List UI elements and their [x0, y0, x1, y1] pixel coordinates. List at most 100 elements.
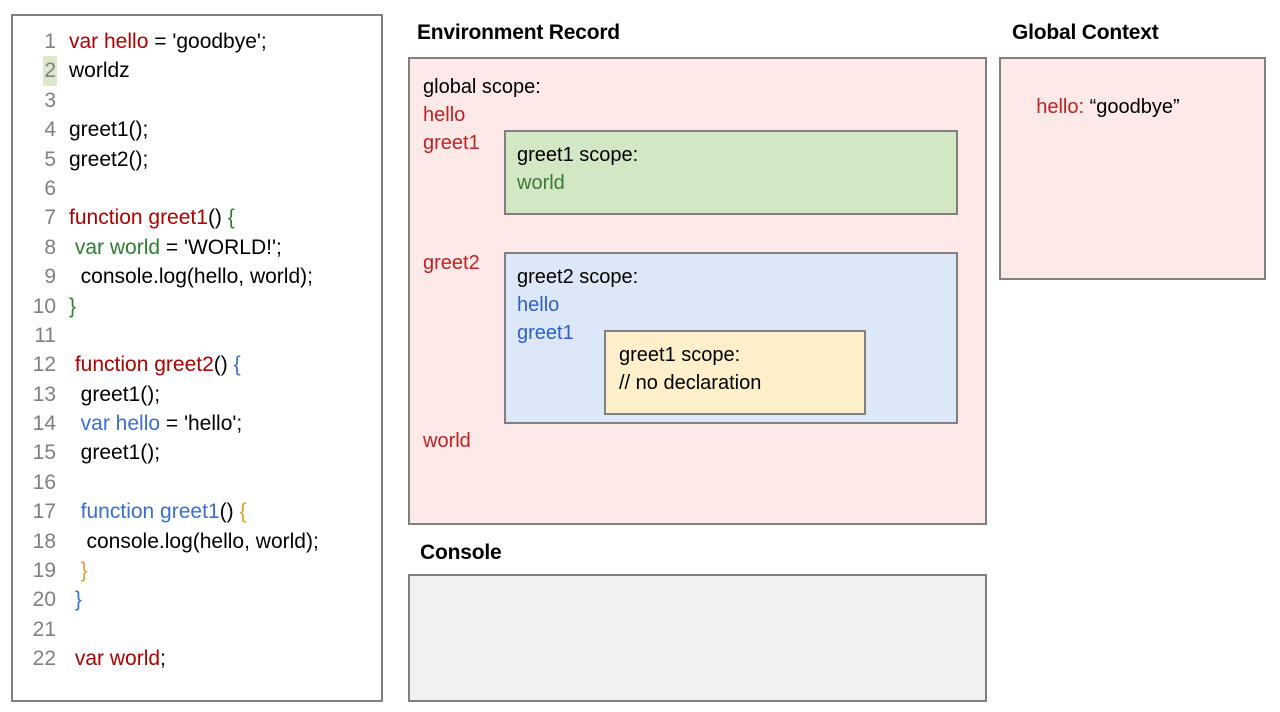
code-line[interactable]: 11 — [13, 321, 381, 350]
code-line-text: console.log(hello, world); — [57, 527, 319, 556]
code-token: () — [219, 500, 240, 524]
console-panel[interactable] — [408, 574, 987, 702]
code-token: = 'hello'; — [160, 412, 243, 436]
code-line[interactable]: 9 console.log(hello, world); — [13, 262, 381, 291]
global-scope-var-greet2: greet2 — [423, 252, 480, 274]
global-scope-labels: global scope: hello greet1 — [423, 73, 541, 157]
global-context-title: Global Context — [1012, 21, 1159, 44]
code-line-number: 15 — [32, 441, 56, 465]
code-line-number: 20 — [32, 588, 56, 612]
code-token: console.log(hello, world); — [69, 529, 319, 553]
code-line[interactable]: 8 var world = 'WORLD!'; — [13, 233, 381, 262]
code-line-number: 1 — [44, 30, 56, 53]
code-line[interactable]: 21 — [13, 615, 381, 644]
code-line-number: 9 — [44, 265, 56, 289]
global-scope-var-hello: hello — [423, 104, 466, 126]
code-line[interactable]: 22 var world; — [13, 644, 381, 673]
code-line-number: 7 — [44, 206, 56, 230]
code-token: greet1(); — [69, 382, 161, 406]
greet2-scope-header: greet2 scope: — [517, 266, 639, 288]
environment-record-title: Environment Record — [417, 21, 620, 44]
code-line[interactable]: 20 } — [13, 585, 381, 614]
code-line[interactable]: 3 — [13, 86, 381, 115]
code-line-text: var hello = 'goodbye'; — [57, 27, 267, 56]
code-line-text: } — [57, 292, 76, 321]
code-token: () — [213, 353, 234, 377]
code-line[interactable]: 15 greet1(); — [13, 438, 381, 467]
code-token: } — [69, 294, 77, 318]
greet1-scope-var-world: world — [517, 172, 565, 194]
code-line-text: } — [57, 556, 88, 585]
code-token — [69, 412, 81, 435]
code-token: = 'WORLD!'; — [160, 235, 282, 259]
code-token: greet2(); — [69, 147, 149, 171]
code-line[interactable]: 14 var hello = 'hello'; — [13, 409, 381, 438]
code-token: } — [74, 588, 82, 612]
code-token: { — [233, 353, 241, 377]
code-line-number: 19 — [32, 559, 56, 583]
code-token: function greet1 — [80, 500, 220, 524]
code-line[interactable]: 6 — [13, 174, 381, 203]
code-line-text: function greet1() { — [57, 497, 247, 526]
code-line[interactable]: 18 console.log(hello, world); — [13, 527, 381, 556]
code-line-number: 18 — [32, 529, 56, 553]
code-line-number: 21 — [32, 617, 56, 641]
code-token: } — [80, 559, 88, 583]
code-line[interactable]: 16 — [13, 468, 381, 497]
code-line-text: greet1(); — [57, 438, 160, 467]
code-line[interactable]: 12 function greet2() { — [13, 350, 381, 379]
greet1-inner-scope-header: greet1 scope: — [619, 344, 741, 366]
code-token: function greet2 — [74, 353, 214, 377]
code-line-text: greet1(); — [57, 380, 160, 409]
code-line[interactable]: 2 worldz — [13, 56, 381, 86]
greet2-scope-var-hello: hello — [517, 294, 560, 316]
code-token: () — [207, 206, 228, 230]
code-line-text: var world = 'WORLD!'; — [57, 233, 282, 262]
code-token: greet1(); — [69, 441, 161, 465]
greet1-inner-scope-comment: // no declaration — [619, 372, 762, 394]
code-token: var world — [74, 235, 161, 259]
environment-record-panel: global scope: hello greet1 greet2 world … — [408, 57, 987, 525]
code-line-number: 5 — [44, 147, 56, 171]
code-token: { — [239, 500, 247, 524]
global-context-entry-key: hello: — [1036, 96, 1085, 118]
code-token: = 'goodbye'; — [148, 30, 267, 53]
code-line-text: worldz — [57, 56, 130, 85]
code-line[interactable]: 5 greet2(); — [13, 145, 381, 174]
code-line-text: greet1(); — [57, 115, 148, 144]
console-title: Console — [420, 541, 502, 564]
global-scope-var-greet1: greet1 — [423, 132, 480, 154]
code-line-text: function greet2() { — [57, 350, 241, 379]
code-token: { — [227, 206, 235, 230]
code-line-text: console.log(hello, world); — [57, 262, 313, 291]
code-line-number: 14 — [32, 412, 56, 436]
code-line-number: 16 — [32, 470, 56, 494]
global-scope-var-world: world — [423, 430, 471, 452]
code-token: console.log(hello, world); — [69, 265, 313, 289]
code-token: var hello — [80, 412, 161, 436]
greet1-scope-box: greet1 scope: world — [504, 130, 958, 215]
code-line-number: 12 — [32, 353, 56, 377]
global-context-entry-value: “goodbye” — [1084, 96, 1180, 118]
code-line-number: 8 — [44, 235, 56, 259]
code-line-number: 22 — [32, 647, 56, 671]
code-line[interactable]: 10} — [13, 292, 381, 321]
code-line-number: 11 — [34, 323, 56, 347]
code-token: worldz — [69, 59, 130, 83]
code-token — [69, 500, 81, 523]
code-token: ; — [160, 647, 166, 671]
code-line[interactable]: 7 function greet1() { — [13, 203, 381, 232]
code-line[interactable]: 17 function greet1() { — [13, 497, 381, 526]
code-line[interactable]: 19 } — [13, 556, 381, 585]
code-token: greet1(); — [69, 118, 149, 142]
code-token: function greet1 — [69, 206, 208, 230]
greet2-scope-var-greet1: greet1 — [517, 322, 574, 344]
code-line-number: 10 — [32, 294, 56, 318]
code-line-text: var hello = 'hello'; — [57, 409, 243, 438]
code-token — [69, 559, 81, 582]
code-line[interactable]: 13 greet1(); — [13, 380, 381, 409]
code-line-number: 2 — [13, 56, 57, 86]
